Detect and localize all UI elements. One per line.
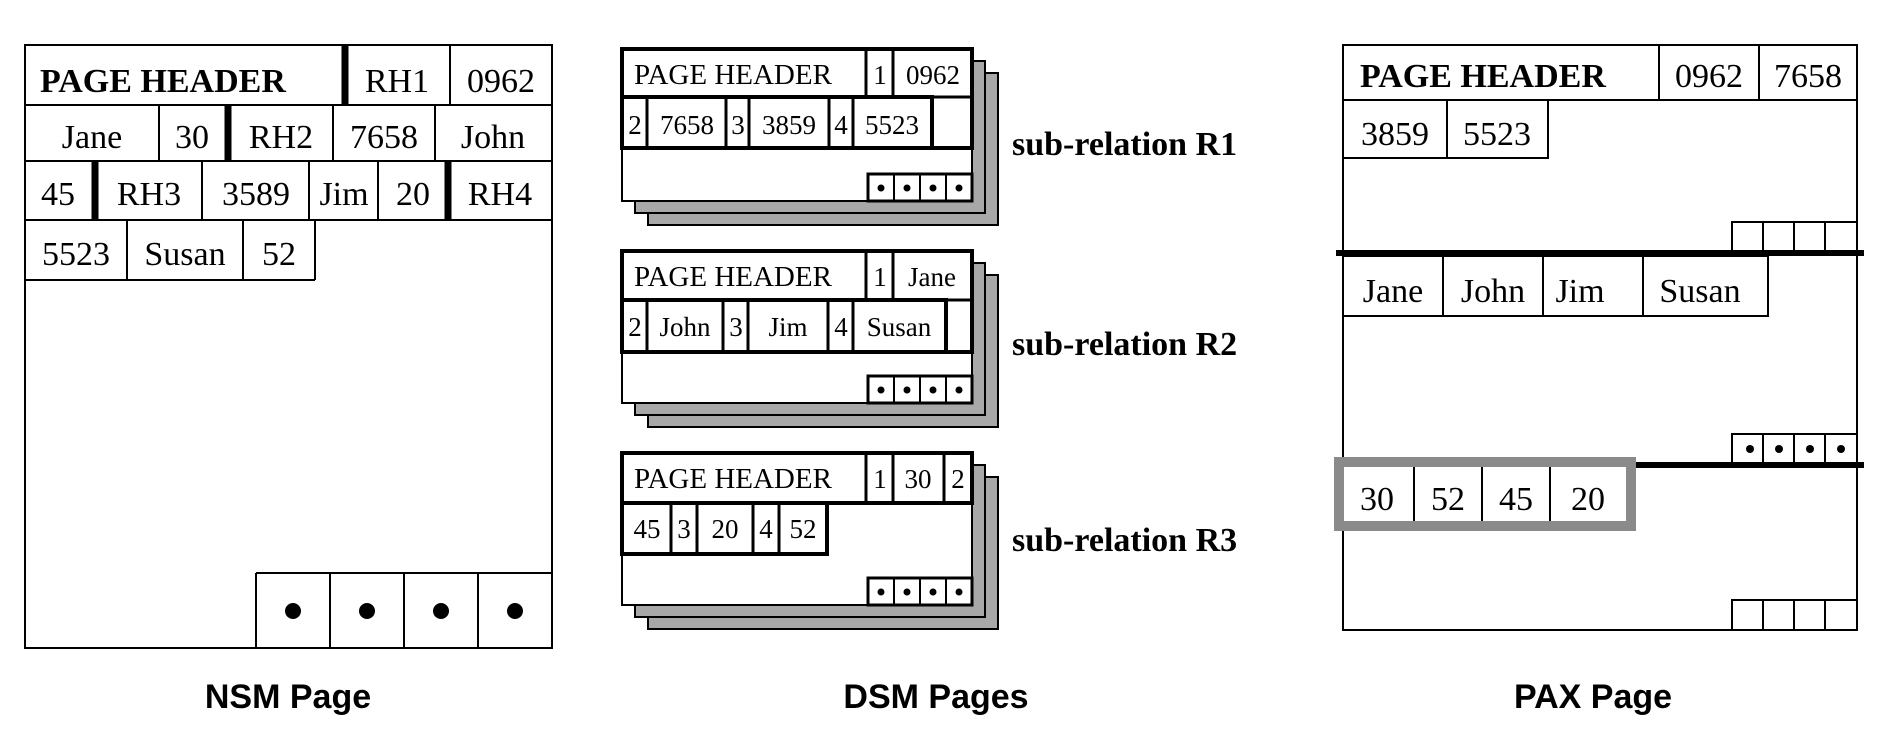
- dsm-cell: 3: [731, 110, 745, 140]
- nsm-cell: 5523: [42, 236, 110, 273]
- pax-cell: 5523: [1463, 116, 1531, 153]
- pax-cell: 0962: [1675, 58, 1743, 95]
- pax-presence-bits: [1731, 599, 1858, 631]
- dsm-subrelation-label: sub-relation R3: [1012, 522, 1237, 559]
- pax-slot-array: [1731, 433, 1858, 465]
- nsm-header: PAGE HEADER: [40, 63, 286, 100]
- slot-dot: [359, 603, 375, 619]
- dsm-cell: 2: [628, 312, 642, 342]
- dsm-cell: Susan: [867, 312, 932, 342]
- dsm-cell: 30: [905, 464, 932, 494]
- pax-cell: John: [1461, 273, 1525, 310]
- nsm-cell: RH4: [468, 176, 532, 213]
- dsm-caption: DSM Pages: [843, 678, 1029, 716]
- nsm-page-frame: [24, 44, 553, 649]
- dsm-cell: 5523: [865, 110, 919, 140]
- dsm-cell: Jim: [768, 312, 807, 342]
- dsm-cell: 3: [729, 312, 743, 342]
- pax-cell: 3859: [1361, 116, 1429, 153]
- dsm-subrelation-label: sub-relation R2: [1012, 326, 1237, 363]
- nsm-cell: Jane: [62, 119, 122, 156]
- dsm-cell: 3: [677, 514, 691, 544]
- pax-cell: Jane: [1363, 273, 1423, 310]
- dsm-cell: 2: [628, 110, 642, 140]
- dsm-cell: 45: [634, 514, 661, 544]
- dsm-cell: 1: [873, 464, 887, 494]
- dsm-cell: 3859: [762, 110, 816, 140]
- dsm-slot-array: [866, 172, 974, 203]
- pax-cell: Susan: [1659, 273, 1740, 310]
- dsm-page-3: PAGE HEADER 1 30 2 45 3 20 4 52 sub-rela…: [620, 451, 1237, 630]
- pax-caption: PAX Page: [1513, 678, 1673, 716]
- nsm-cell: 20: [396, 176, 430, 213]
- pax-page: PAGE HEADER 0962 7658 3859 5523 Jane Joh…: [1334, 44, 1864, 631]
- nsm-cell: RH3: [117, 176, 181, 213]
- dsm-cell: 52: [790, 514, 817, 544]
- nsm-page: PAGE HEADER RH1 0962 Jane 30 RH2 7658 Jo…: [24, 44, 553, 649]
- dsm-cell: John: [659, 312, 711, 342]
- pax-cell: 45: [1499, 481, 1533, 518]
- nsm-cell: Susan: [144, 236, 225, 273]
- nsm-cell: 3589: [222, 176, 290, 213]
- dsm-page-1: PAGE HEADER 1 0962 2 7658 3 3859 4 5523 …: [620, 47, 1237, 226]
- dsm-cell: 1: [873, 262, 887, 292]
- pax-cell: 20: [1571, 481, 1605, 518]
- pax-cell: 30: [1360, 481, 1394, 518]
- dsm-subrelation-label: sub-relation R1: [1012, 126, 1237, 163]
- pax-cell: 7658: [1774, 58, 1842, 95]
- dsm-cell: 7658: [660, 110, 714, 140]
- dsm-page-header: PAGE HEADER: [634, 261, 833, 293]
- nsm-cell: 30: [175, 119, 209, 156]
- nsm-cell: 45: [41, 176, 75, 213]
- dsm-cell: 4: [759, 514, 773, 544]
- dsm-cell: 2: [951, 464, 965, 494]
- dsm-slot-array: [866, 374, 974, 405]
- pax-cell: 52: [1431, 481, 1465, 518]
- dsm-cell: Jane: [908, 262, 956, 292]
- dsm-cell: 20: [712, 514, 739, 544]
- nsm-slot-array: [255, 572, 552, 648]
- nsm-cell: RH1: [365, 63, 429, 100]
- dsm-cell: 4: [834, 312, 848, 342]
- nsm-cell: RH2: [249, 119, 313, 156]
- dsm-cell: 1: [873, 60, 887, 90]
- dsm-cell: 0962: [906, 60, 960, 90]
- slot-dot: [433, 603, 449, 619]
- pax-header: PAGE HEADER: [1360, 58, 1606, 95]
- nsm-caption: NSM Page: [204, 678, 372, 716]
- nsm-cell: Jim: [319, 176, 368, 213]
- pax-cell: Jim: [1555, 273, 1604, 310]
- nsm-cell: 52: [262, 236, 296, 273]
- dsm-page-header: PAGE HEADER: [634, 59, 833, 91]
- highlighted-minipage: [1334, 457, 1636, 531]
- dsm-page-header: PAGE HEADER: [634, 463, 833, 495]
- dsm-slot-array: [866, 576, 974, 607]
- nsm-cell: John: [461, 119, 525, 156]
- slot-dot: [285, 603, 301, 619]
- pax-presence-bits: [1731, 221, 1858, 253]
- nsm-cell: 0962: [467, 63, 535, 100]
- slot-dot: [507, 603, 523, 619]
- dsm-cell: 4: [834, 110, 848, 140]
- dsm-page-2: PAGE HEADER 1 Jane 2 John 3 Jim 4 Susan …: [620, 249, 1237, 428]
- nsm-cell: 7658: [350, 119, 418, 156]
- pax-page-frame: [1342, 44, 1858, 631]
